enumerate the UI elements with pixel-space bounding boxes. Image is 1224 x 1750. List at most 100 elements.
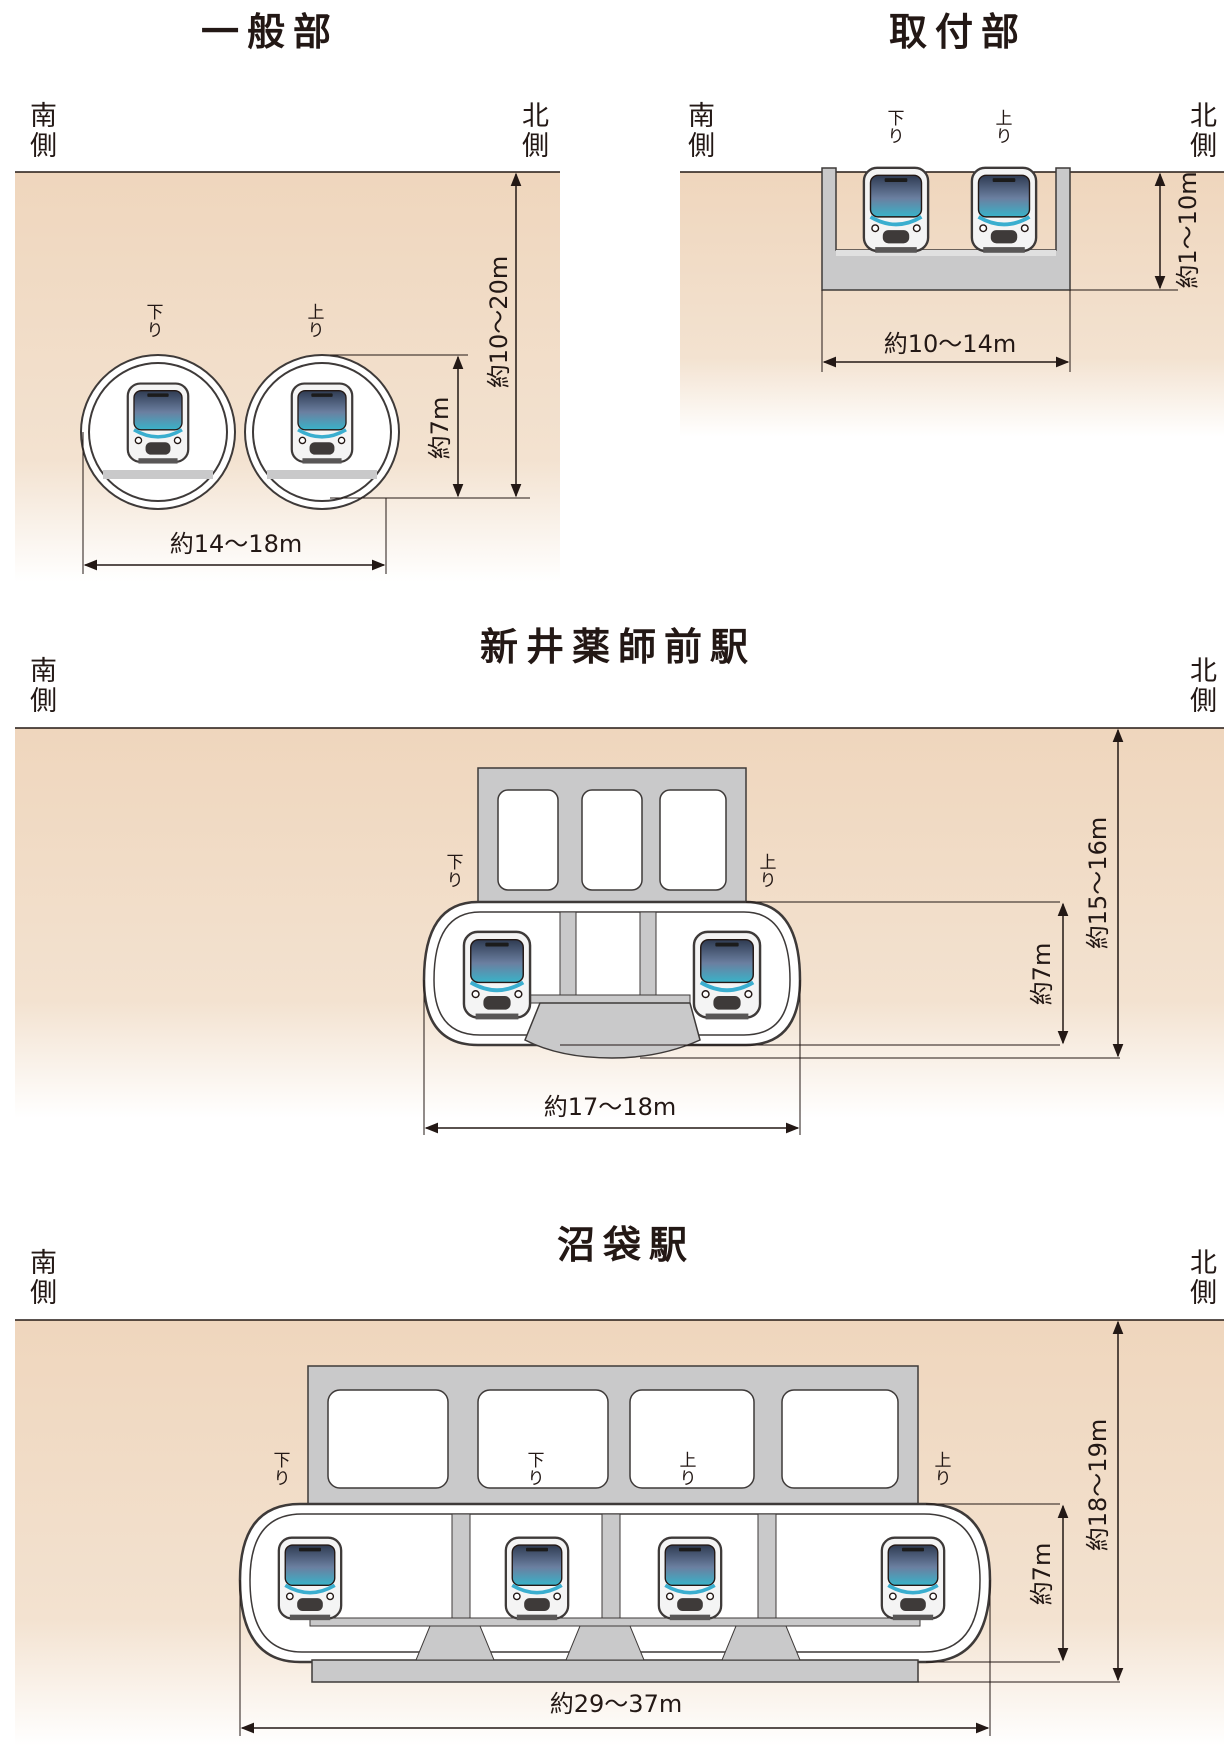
train-destination (526, 1547, 548, 1552)
train-window (284, 1544, 336, 1587)
train-destination (147, 393, 169, 397)
dim-depth-numabukuro: 約18〜19m (1084, 1419, 1112, 1551)
dim-width-arai: 約17〜18m (544, 1093, 676, 1121)
dimension-layer (82, 172, 1178, 1736)
concourse-room (629, 1389, 755, 1489)
north-label-general: 北 (522, 101, 549, 132)
concourse-room (497, 789, 559, 891)
train-lamp-left (471, 989, 480, 999)
train-arai-up (692, 930, 762, 1020)
train-destination (485, 942, 509, 947)
dir-down-arai-2: り (447, 871, 464, 891)
dir-up-arai: 上 (760, 853, 777, 873)
train-stripe (664, 1583, 716, 1595)
north-label-arai: 北 (1190, 656, 1217, 687)
train-skirt (289, 1614, 331, 1621)
concourse-room (327, 1389, 449, 1489)
train-coupler (677, 1598, 703, 1611)
train-lamp-right (1020, 224, 1029, 233)
dir-up-numabukuro-inner-2: り (680, 1469, 697, 1489)
north-label-connection: 北 (1190, 101, 1217, 132)
train-arai-down (462, 930, 532, 1020)
dir-up-general: 上 (308, 303, 325, 323)
train-lamp-left (512, 1592, 521, 1601)
title-arai-yakushimae: 新井薬師前駅 (480, 625, 756, 669)
platform-slab (309, 1617, 921, 1627)
dim-height-numabukuro: 約7m (1028, 1543, 1056, 1606)
train-general-up (290, 382, 354, 464)
train-lamp-right (706, 1592, 715, 1601)
train-skirt (983, 247, 1025, 253)
train-destination (715, 942, 739, 947)
dir-down-general-2: り (147, 321, 164, 341)
north-label-connection-2: 側 (1190, 131, 1217, 162)
tunnel-floor (267, 470, 377, 479)
train-lamp-left (134, 436, 143, 445)
dir-up-numabukuro-outer: 上 (935, 1451, 952, 1471)
south-label-numabukuro-2: 側 (30, 1278, 57, 1309)
train-stripe (869, 215, 923, 227)
train-stripe (133, 428, 183, 439)
south-label-general-2: 側 (30, 131, 57, 162)
train-window (700, 938, 754, 984)
concourse-room (781, 1389, 899, 1489)
train-stripe (297, 428, 347, 439)
train-destination (679, 1547, 701, 1552)
train-numabukuro-2 (504, 1536, 570, 1621)
concourse-room (581, 789, 643, 891)
train-coupler (882, 230, 910, 244)
train-coupler (524, 1598, 550, 1611)
dir-down-general: 下 (147, 303, 164, 323)
train-numabukuro-1 (277, 1536, 343, 1621)
dir-down-numabukuro-outer: 下 (274, 1451, 291, 1471)
dim-height-arai: 約7m (1028, 943, 1056, 1006)
train-skirt (705, 1013, 749, 1020)
north-label-numabukuro: 北 (1190, 1248, 1217, 1279)
train-skirt (516, 1614, 558, 1621)
train-lamp-left (298, 436, 307, 445)
train-window (664, 1544, 716, 1587)
train-window (133, 389, 183, 431)
train-window (887, 1544, 939, 1587)
train-skirt (669, 1614, 711, 1621)
dir-up-numabukuro-outer-2: り (935, 1469, 952, 1489)
train-lamp-right (929, 1592, 938, 1601)
dir-down-connection-2: り (888, 127, 905, 147)
train-coupler (145, 442, 171, 455)
train-window (470, 938, 524, 984)
title-connection: 取付部 (889, 10, 1027, 54)
dir-up-connection: 上 (996, 109, 1013, 129)
train-destination (311, 393, 333, 397)
train-numabukuro-3 (657, 1536, 723, 1621)
dim-height-general: 約7m (426, 397, 454, 460)
train-coupler (297, 1598, 323, 1611)
train-lamp-right (553, 1592, 562, 1601)
u-wall-floor (836, 250, 1056, 256)
train-lamp-left (888, 1592, 897, 1601)
north-label-numabukuro-2: 側 (1190, 1278, 1217, 1309)
train-destination (992, 178, 1016, 182)
dim-depth-arai: 約15〜16m (1084, 817, 1112, 949)
dir-down-numabukuro-outer-2: り (274, 1469, 291, 1489)
train-coupler (900, 1598, 926, 1611)
train-layer (126, 166, 1038, 1621)
train-lamp-right (744, 989, 753, 999)
train-stripe (511, 1583, 563, 1595)
train-window (297, 389, 347, 431)
train-lamp-left (979, 224, 988, 233)
platform-support (565, 1625, 645, 1661)
train-coupler (990, 230, 1018, 244)
train-stripe (977, 215, 1031, 227)
dir-down-arai: 下 (447, 853, 464, 873)
train-lamp-right (514, 989, 523, 999)
dir-down-connection: 下 (888, 109, 905, 129)
train-numabukuro-4 (880, 1536, 946, 1621)
train-coupler (713, 996, 741, 1010)
train-connection-down (862, 166, 930, 253)
train-skirt (138, 458, 178, 464)
dim-width-connection: 約10〜14m (884, 330, 1016, 358)
train-window (869, 174, 923, 218)
platform-support (415, 1625, 495, 1661)
